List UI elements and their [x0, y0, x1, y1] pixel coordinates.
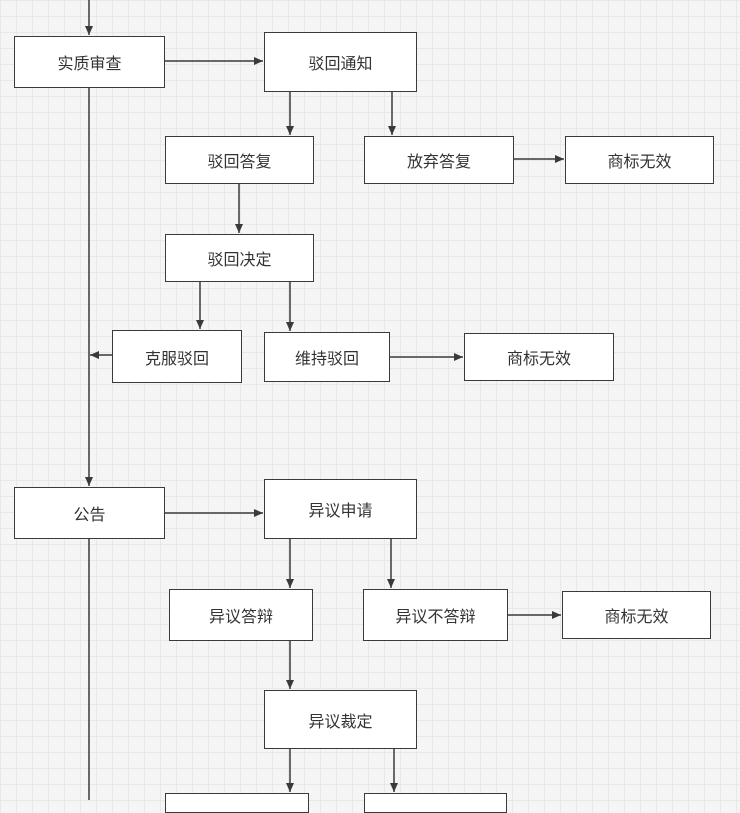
node-announcement[interactable]: 公告	[14, 487, 165, 539]
node-trademark-invalid-2[interactable]: 商标无效	[464, 333, 614, 381]
node-maintain-rejection[interactable]: 维持驳回	[264, 332, 390, 382]
node-rejection-decision[interactable]: 驳回决定	[165, 234, 314, 282]
node-trademark-invalid-3[interactable]: 商标无效	[562, 591, 711, 639]
node-rejection-reply[interactable]: 驳回答复	[165, 136, 314, 184]
node-opposition-application[interactable]: 异议申请	[264, 479, 417, 539]
node-substantive-exam[interactable]: 实质审查	[14, 36, 165, 88]
node-opposition-no-defense[interactable]: 异议不答辩	[363, 589, 508, 641]
node-opposition-ruling[interactable]: 异议裁定	[264, 690, 417, 749]
node-cutoff-right[interactable]	[364, 793, 507, 813]
node-rejection-notice[interactable]: 驳回通知	[264, 32, 417, 92]
node-opposition-defense[interactable]: 异议答辩	[169, 589, 313, 641]
node-cutoff-left[interactable]	[165, 793, 309, 813]
node-trademark-invalid-1[interactable]: 商标无效	[565, 136, 714, 184]
node-abandon-reply[interactable]: 放弃答复	[364, 136, 514, 184]
node-overcome-rejection[interactable]: 克服驳回	[112, 330, 242, 383]
